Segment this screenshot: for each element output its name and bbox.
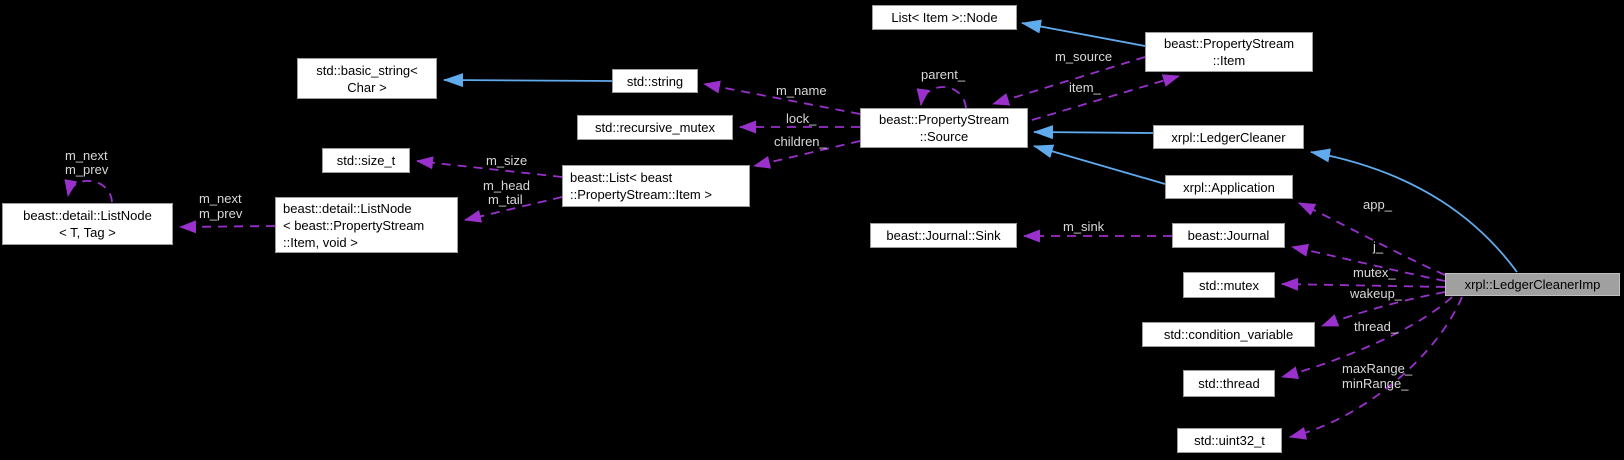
edge-label-app: app_: [1363, 197, 1392, 212]
node-property-stream-item[interactable]: beast::PropertyStream ::Item: [1145, 32, 1313, 72]
edge-label-min-range: minRange_: [1342, 376, 1409, 391]
node-property-stream-source[interactable]: beast::PropertyStream ::Source: [860, 108, 1028, 148]
edge-label-m-source: m_source: [1055, 49, 1113, 64]
edge-label-m-next-self: m_next: [65, 148, 108, 163]
edge-label-m-name: m_name: [776, 83, 827, 98]
node-condition-variable[interactable]: std::condition_variable: [1142, 322, 1315, 347]
edge-string-inherits-basic-string: [443, 73, 613, 88]
edge-application-inherits-source: [1033, 144, 1166, 185]
edge-label-parent: parent_: [921, 67, 966, 82]
edge-label-m-head: m_head: [483, 178, 530, 193]
edge-m-source: [992, 56, 1146, 106]
node-journal[interactable]: beast::Journal: [1172, 223, 1285, 248]
edge-cleaner-imp-inherits-ledger-cleaner: [1310, 148, 1518, 273]
edge-label-thread: thread_: [1354, 319, 1399, 334]
edge-label-m-prev-self: m_prev: [65, 162, 109, 177]
edge-j: [1291, 243, 1446, 282]
edge-label-wakeup: wakeup_: [1350, 286, 1403, 301]
edge-m-head-tail: [464, 196, 563, 223]
edge-item-inherits-list-node: [1021, 19, 1146, 47]
edge-app: [1298, 202, 1446, 276]
edge-m-next-prev: [179, 220, 276, 234]
edge-label-lock: lock_: [786, 111, 817, 126]
edge-wakeup: [1321, 291, 1446, 327]
node-recursive-mutex[interactable]: std::recursive_mutex: [577, 115, 733, 140]
edge-ledger-cleaner-inherits-source: [1033, 125, 1154, 140]
edge-label-m-sink: m_sink: [1063, 219, 1105, 234]
node-ledger-cleaner[interactable]: xrpl::LedgerCleaner: [1153, 125, 1304, 149]
node-ledger-cleaner-imp[interactable]: xrpl::LedgerCleanerImp: [1445, 273, 1620, 296]
edge-listnode-self-loop: [64, 179, 113, 203]
node-basic-string[interactable]: std::basic_string< Char >: [297, 58, 437, 99]
node-list-item-node[interactable]: List< Item >::Node: [872, 5, 1017, 30]
node-uint32-t[interactable]: std::uint32_t: [1177, 428, 1282, 453]
edge-max-min-range: [1289, 296, 1463, 440]
edge-mutex: [1281, 277, 1446, 291]
edge-label-m-size: m_size: [486, 153, 528, 168]
node-std-string[interactable]: std::string: [612, 69, 698, 93]
edge-children: [753, 140, 861, 169]
edge-parent-self-loop: [916, 86, 967, 109]
node-std-mutex[interactable]: std::mutex: [1183, 272, 1275, 298]
node-application[interactable]: xrpl::Application: [1165, 175, 1293, 199]
node-listnode-t-tag[interactable]: beast::detail::ListNode < T, Tag >: [2, 203, 173, 245]
node-listnode-item-void[interactable]: beast::detail::ListNode < beast::Propert…: [275, 197, 458, 253]
edge-label-item: item_: [1069, 80, 1101, 95]
edge-label-m-tail: m_tail: [488, 192, 523, 207]
node-journal-sink[interactable]: beast::Journal::Sink: [870, 223, 1017, 248]
edge-label-j: j_: [1373, 239, 1384, 254]
node-std-thread[interactable]: std::thread: [1183, 370, 1275, 397]
edge-label-m-prev: m_prev: [199, 206, 243, 221]
edge-label-children: children_: [774, 134, 827, 149]
node-beast-list[interactable]: beast::List< beast ::PropertyStream::Ite…: [562, 165, 750, 207]
edge-m-size: [416, 156, 563, 178]
edge-label-mutex: mutex_: [1353, 265, 1396, 280]
edge-m-name: [703, 80, 861, 115]
edge-item: [1031, 74, 1180, 121]
edge-thread: [1281, 296, 1453, 380]
edge-label-m-next: m_next: [199, 191, 242, 206]
node-size-t[interactable]: std::size_t: [322, 148, 410, 173]
edge-label-max-range: maxRange_: [1342, 361, 1413, 376]
